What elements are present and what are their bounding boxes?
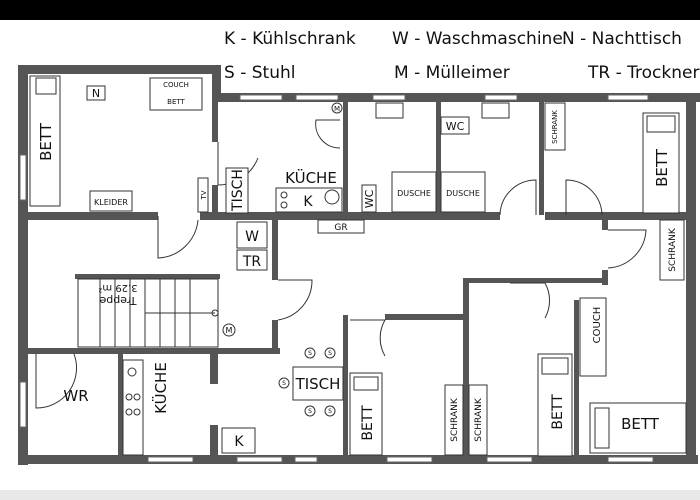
legend-trockner: TR - Trockner — [588, 63, 700, 83]
doors — [35, 119, 647, 409]
couch-bed — [149, 77, 203, 111]
svg-text:S: S — [282, 380, 286, 387]
washbasin-icon — [375, 102, 404, 119]
toilet-label: WC — [446, 120, 465, 133]
top-black-bar — [0, 0, 700, 20]
tv-label: TV — [200, 190, 208, 200]
wardrobe-gr-label: GR — [334, 223, 347, 233]
trash-bin — [331, 102, 343, 114]
svg-text:S: S — [328, 408, 332, 415]
utility-room-label: WR — [63, 387, 88, 405]
closet-label: SCHRANK — [551, 110, 559, 144]
kitchen-top: TISCH KÜCHE K M — [225, 102, 343, 214]
legend-waschmaschine: W - Waschmaschine — [392, 29, 563, 49]
kitchen-counter — [122, 359, 144, 456]
legend-nachttisch: N - Nachttisch — [562, 29, 682, 49]
toilet — [361, 184, 377, 213]
fridge-label: K — [234, 434, 244, 450]
bedroom-bottom-middle: BETT SCHRANK — [349, 372, 464, 456]
bed-label: BETT — [37, 122, 55, 161]
table — [225, 167, 249, 214]
bottom-bar — [0, 490, 700, 500]
hallway: W TR GR SCHRANK — [236, 219, 685, 281]
legend-muelleimer: M - Mülleimer — [394, 63, 510, 83]
kitchen-label: KÜCHE — [285, 168, 337, 187]
kitchen-bottom: KÜCHE M K TISCH S S S S S — [122, 323, 344, 456]
dining-table-label: TISCH — [295, 375, 341, 393]
bed-label: BETT — [621, 415, 660, 433]
bedroom-bottom-right: COUCH BETT — [579, 297, 687, 454]
closet — [468, 384, 488, 456]
toilet-label: WC — [363, 189, 376, 208]
shower-label: DUSCHE — [397, 189, 431, 198]
svg-text:S: S — [308, 408, 312, 415]
closet — [444, 384, 464, 456]
closet-label: SCHRANK — [668, 227, 678, 272]
closet-label: SCHRANK — [450, 397, 460, 442]
tv — [197, 177, 209, 213]
washbasin-icon — [481, 102, 510, 119]
closet — [659, 219, 685, 281]
dryer-label: TR — [242, 254, 262, 270]
toilet — [440, 116, 470, 135]
chairs: S S S S S — [278, 347, 336, 417]
dining-table — [292, 366, 344, 401]
couch-bed-label: BETT — [167, 98, 185, 106]
walls — [18, 65, 700, 465]
closet — [544, 102, 566, 151]
utility-room: WR — [63, 387, 88, 405]
shower-label: DUSCHE — [446, 189, 480, 198]
nightstand — [86, 85, 106, 101]
table-label: TISCH — [230, 169, 246, 212]
kitchen-label: KÜCHE — [151, 362, 170, 414]
bedroom-top-right: SCHRANK BETT — [544, 102, 680, 214]
dryer — [236, 249, 268, 271]
bed-label: BETT — [550, 394, 566, 430]
shower — [391, 171, 437, 213]
bathroom-2: WC DUSCHE — [440, 102, 510, 213]
svg-text:S: S — [328, 350, 332, 357]
sink-icon — [324, 189, 340, 205]
wardrobe-gr — [317, 219, 365, 234]
legend-kuehlschrank: K - Kühlschrank — [224, 29, 356, 49]
wardrobe — [89, 190, 133, 212]
fridge-label: K — [303, 194, 313, 210]
bedroom-top-left: BETT N COUCH BETT KLEIDER TV — [29, 75, 209, 213]
fridge — [221, 427, 256, 454]
couch-label: COUCH — [592, 307, 603, 344]
bed-label: BETT — [653, 148, 671, 187]
svg-text:S: S — [308, 350, 312, 357]
wardrobe-label: KLEIDER — [94, 198, 128, 207]
legend-stuhl: S - Stuhl — [224, 63, 296, 83]
nightstand-label: N — [92, 87, 100, 100]
trash-bin — [222, 323, 236, 337]
treppe-label: Treppe — [99, 294, 137, 307]
bed-label: BETT — [360, 405, 376, 441]
bedroom-bottom-center-right: SCHRANK BETT — [468, 353, 573, 457]
couch-label: COUCH — [163, 81, 189, 89]
trash-bin-label: M — [226, 326, 233, 335]
sink-icon — [127, 367, 137, 377]
bed — [29, 75, 61, 207]
windows — [19, 94, 654, 463]
couch — [579, 297, 607, 377]
trash-bin-label: M — [334, 105, 340, 113]
washing-machine-label: W — [245, 229, 259, 245]
treppe-area-label: 3,29 m² — [98, 282, 137, 293]
shower — [440, 171, 486, 213]
closet-label: SCHRANK — [474, 397, 484, 442]
washing-machine — [236, 221, 268, 249]
bathroom-1: WC DUSCHE — [361, 102, 437, 213]
staircase: Treppe 3,29 m² — [77, 278, 219, 348]
